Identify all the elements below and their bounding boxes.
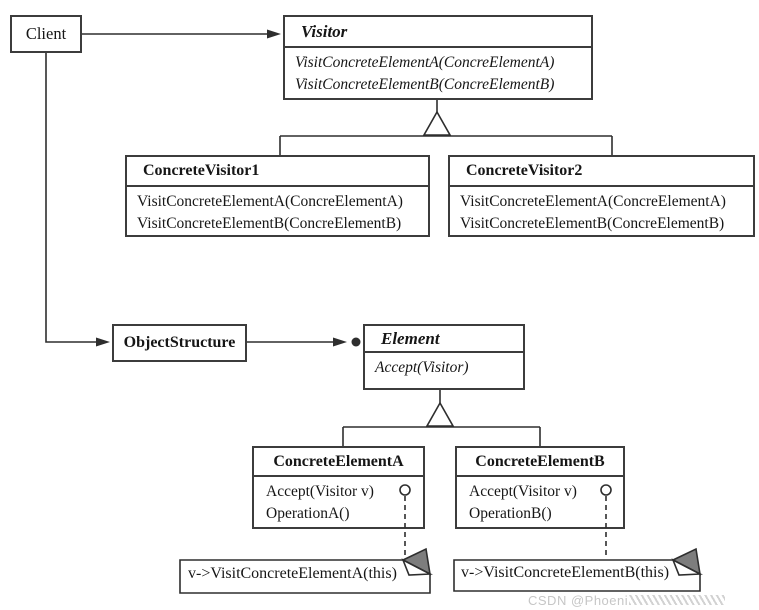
- generalization-element: [342, 390, 541, 447]
- method: VisitConcreteElementA(ConcreElementA): [295, 54, 555, 71]
- note-a-text: v->VisitConcreteElementA(this): [188, 565, 397, 582]
- method: VisitConcreteElementB(ConcreElementB): [137, 215, 402, 232]
- assoc-client-to-visitor: [82, 29, 281, 39]
- assoc-objectstructure-to-element: [247, 337, 361, 347]
- many-multiplicity-dot: [351, 337, 361, 347]
- note-b-fold-back: [671, 547, 702, 576]
- class-concrete-element-b-name: ConcreteElementB: [457, 448, 623, 477]
- class-concrete-element-b-methods: Accept(Visitor v) OperationB(): [457, 477, 623, 525]
- method: VisitConcreteElementA(ConcreElementA): [460, 193, 726, 210]
- class-element-name: Element: [365, 326, 523, 353]
- class-object-structure-name: ObjectStructure: [123, 334, 236, 351]
- csdn-watermark: CSDN @Phoeni: [528, 592, 759, 608]
- assoc-client-to-objectstructure: [45, 53, 110, 347]
- class-element: Element Accept(Visitor): [363, 324, 525, 390]
- class-concrete-visitor2-methods: VisitConcreteElementA(ConcreElementA) Vi…: [450, 187, 753, 235]
- method: OperationA(): [266, 505, 350, 522]
- class-concrete-element-a: ConcreteElementA Accept(Visitor v) Opera…: [252, 446, 425, 529]
- note-b-text: v->VisitConcreteElementB(this): [461, 564, 670, 581]
- note-a-fold-back: [401, 547, 432, 576]
- class-concrete-visitor1-name: ConcreteVisitor1: [127, 157, 428, 187]
- csdn-watermark-text: CSDN @Phoeni: [528, 592, 629, 608]
- class-concrete-visitor2: ConcreteVisitor2 VisitConcreteElementA(C…: [448, 155, 755, 237]
- class-concrete-visitor2-name: ConcreteVisitor2: [450, 157, 753, 187]
- method: OperationB(): [469, 505, 552, 522]
- class-element-methods: Accept(Visitor): [365, 353, 523, 379]
- note-b-fold-front: [671, 558, 704, 576]
- method: Accept(Visitor v): [266, 483, 374, 500]
- class-visitor-methods: VisitConcreteElementA(ConcreElementA) Vi…: [285, 48, 591, 96]
- method: VisitConcreteElementB(ConcreElementB): [460, 215, 725, 232]
- class-object-structure: ObjectStructure: [112, 324, 247, 362]
- class-visitor-name: Visitor: [285, 17, 591, 48]
- class-concrete-visitor1: ConcreteVisitor1 VisitConcreteElementA(C…: [125, 155, 430, 237]
- method: VisitConcreteElementB(ConcreElementB): [295, 76, 555, 93]
- method: Accept(Visitor): [375, 359, 469, 376]
- class-visitor: Visitor VisitConcreteElementA(ConcreElem…: [283, 15, 593, 100]
- generalization-visitor: [279, 100, 613, 156]
- method: Accept(Visitor v): [469, 483, 577, 500]
- method: VisitConcreteElementA(ConcreElementA): [137, 193, 403, 210]
- class-client: Client: [10, 15, 82, 53]
- class-concrete-element-a-methods: Accept(Visitor v) OperationA(): [254, 477, 423, 525]
- watermark-hatch: [629, 595, 726, 605]
- class-concrete-visitor1-methods: VisitConcreteElementA(ConcreElementA) Vi…: [127, 187, 428, 235]
- class-client-name: Client: [25, 24, 67, 43]
- class-concrete-element-a-name: ConcreteElementA: [254, 448, 423, 477]
- class-concrete-element-b: ConcreteElementB Accept(Visitor v) Opera…: [455, 446, 625, 529]
- note-a-fold-front: [401, 558, 434, 576]
